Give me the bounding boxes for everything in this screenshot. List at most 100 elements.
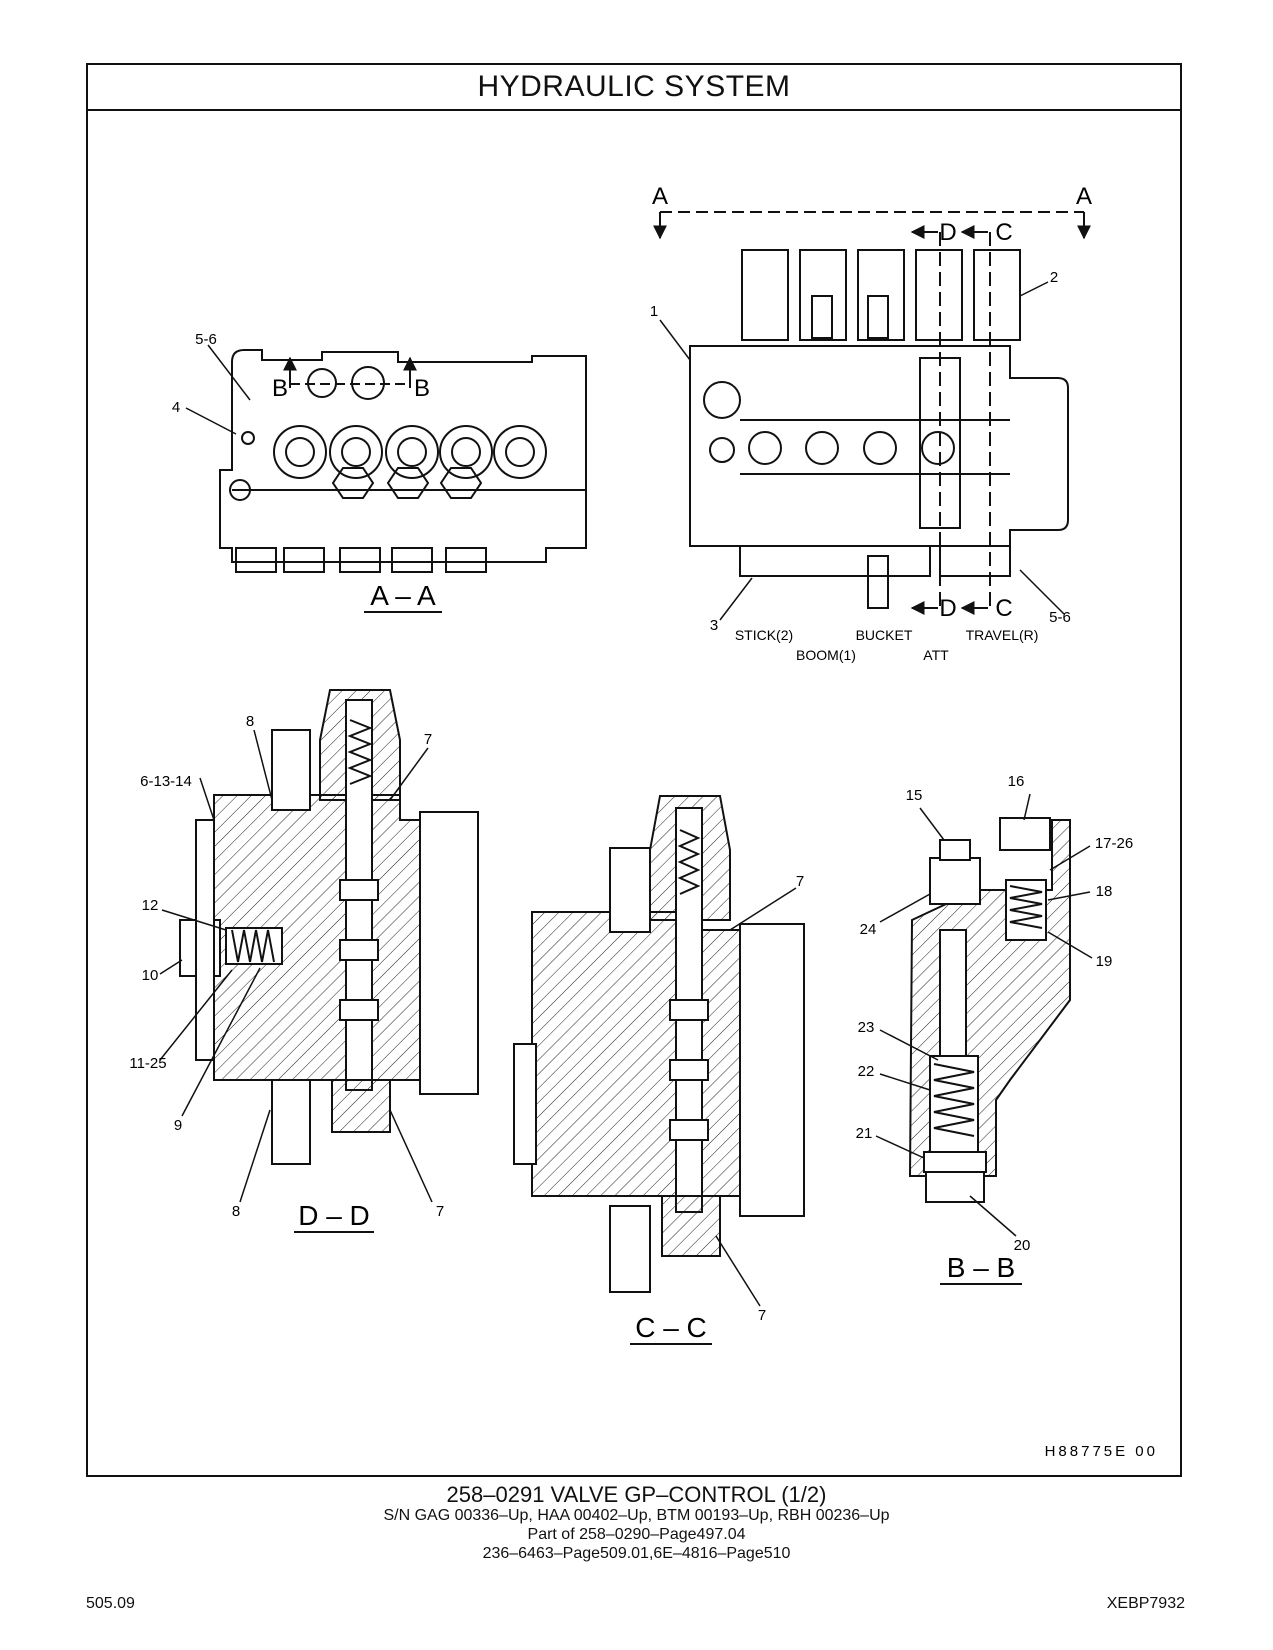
bb-cap-16 <box>999 817 1051 851</box>
cc-body-section <box>531 911 741 1197</box>
callout-15: 15 <box>906 787 923 804</box>
spool-label-bucket: BUCKET <box>856 627 913 643</box>
callout-21: 21 <box>856 1125 873 1142</box>
drawing-id: H88775E 00 <box>1045 1443 1158 1460</box>
view-title-aa: A – A <box>370 580 436 611</box>
callout-1: 1 <box>650 303 658 320</box>
marker-a-right: A <box>1076 183 1092 210</box>
view-bb <box>908 817 1071 1203</box>
marker-c-bottom: C <box>995 595 1012 622</box>
callout-22: 22 <box>858 1063 875 1080</box>
tr-cap-1 <box>741 249 789 341</box>
drawing-frame: HYDRAULIC SYSTEM <box>86 63 1182 1477</box>
callout-24: 24 <box>860 921 877 938</box>
dd-plug-bottom <box>271 1079 311 1165</box>
tr-cap-2 <box>799 249 847 341</box>
callout-9: 9 <box>174 1117 182 1134</box>
callout-5-6-left: 5-6 <box>195 331 217 348</box>
caption-part-of: Part of 258–0290–Page497.04 <box>527 1526 746 1543</box>
spool-label-stick: STICK(2) <box>735 627 793 643</box>
view-title-bb: B – B <box>947 1252 1015 1283</box>
callout-7-dd-top: 7 <box>424 731 432 748</box>
cc-bottom-cap <box>661 1195 721 1257</box>
callout-6-13-14: 6-13-14 <box>140 773 192 790</box>
aa-bottom-block-4 <box>391 547 433 573</box>
page-number: 505.09 <box>86 1595 135 1612</box>
bb-fitting-15 <box>929 857 981 905</box>
dd-bottom-cap <box>331 1079 391 1133</box>
view-title-dd: D – D <box>298 1200 370 1231</box>
aa-bottom-block-5 <box>445 547 487 573</box>
callout-8-top: 8 <box>246 713 254 730</box>
view-cc <box>513 795 805 1293</box>
callout-12: 12 <box>142 897 159 914</box>
view-top-right <box>689 249 1069 609</box>
aa-port-5 <box>493 425 547 479</box>
caption-title: 258–0291 VALVE GP–CONTROL (1/2) <box>446 1482 827 1507</box>
callout-11-25: 11-25 <box>129 1055 166 1072</box>
marker-d-bottom: D <box>939 595 956 622</box>
bb-plunger-23 <box>939 929 967 1057</box>
tr-valve-body <box>689 345 1069 547</box>
callout-7-cc-bottom: 7 <box>758 1307 766 1324</box>
view-title-cc: C – C <box>635 1312 707 1343</box>
view-dd <box>179 689 479 1165</box>
aa-hex-plug-1 <box>331 467 375 499</box>
aa-port-3 <box>385 425 439 479</box>
callout-3: 3 <box>710 617 718 634</box>
callout-5-6-right: 5-6 <box>1049 609 1071 626</box>
aa-port-1 <box>273 425 327 479</box>
callout-20: 20 <box>1014 1237 1031 1254</box>
callout-10: 10 <box>142 967 159 984</box>
dd-side-block <box>419 811 479 1095</box>
tr-fitting-2 <box>867 295 889 339</box>
bb-plug-20 <box>925 1171 985 1203</box>
callout-16: 16 <box>1008 773 1025 790</box>
bb-seal-21 <box>923 1151 987 1173</box>
aa-bottom-block-1 <box>235 547 277 573</box>
marker-a-left: A <box>652 183 668 210</box>
cc-side-block <box>739 923 805 1217</box>
tr-large-port <box>703 381 741 419</box>
aa-valve-body <box>219 349 587 563</box>
callout-19: 19 <box>1096 953 1113 970</box>
aa-port-4 <box>439 425 493 479</box>
page-title: HYDRAULIC SYSTEM <box>477 70 791 103</box>
tr-fitting-1 <box>811 295 833 339</box>
caption-serials: S/N GAG 00336–Up, HAA 00402–Up, BTM 0019… <box>383 1507 890 1524</box>
view-aa <box>219 349 587 573</box>
aa-bottom-block-3 <box>339 547 381 573</box>
tr-bottom-fitting <box>867 555 889 609</box>
tr-cap-5 <box>973 249 1021 341</box>
dd-plug-top <box>271 729 311 811</box>
callout-18: 18 <box>1096 883 1113 900</box>
marker-b-right: B <box>414 375 430 402</box>
callout-8-bottom: 8 <box>232 1203 240 1220</box>
aa-bottom-block-2 <box>283 547 325 573</box>
callout-2: 2 <box>1050 269 1058 286</box>
callout-4: 4 <box>172 399 180 416</box>
callout-17-26: 17-26 <box>1095 835 1133 852</box>
callout-23: 23 <box>858 1019 875 1036</box>
spool-label-att: ATT <box>923 647 949 663</box>
view-title-underlines <box>294 611 1022 1345</box>
marker-d-top: D <box>939 219 956 246</box>
marker-b-left: B <box>272 375 288 402</box>
doc-id: XEBP7932 <box>1106 1595 1185 1612</box>
spool-label-travel: TRAVEL(R) <box>966 627 1039 643</box>
aa-hex-plug-2 <box>386 467 430 499</box>
caption-refs: 236–6463–Page509.01,6E–4816–Page510 <box>482 1545 791 1562</box>
aa-port-2 <box>329 425 383 479</box>
section-lines-top <box>283 211 1091 615</box>
spool-label-boom: BOOM(1) <box>796 647 856 663</box>
marker-c-top: C <box>995 219 1012 246</box>
tr-cap-3 <box>857 249 905 341</box>
aa-hex-plug-3 <box>439 467 483 499</box>
leader-lines <box>159 281 1093 1307</box>
callout-7-dd-bottom: 7 <box>436 1203 444 1220</box>
title-bar: HYDRAULIC SYSTEM <box>88 65 1180 111</box>
cc-plug-top <box>609 847 651 933</box>
callout-7-cc-top: 7 <box>796 873 804 890</box>
cc-plug-bottom <box>609 1205 651 1293</box>
